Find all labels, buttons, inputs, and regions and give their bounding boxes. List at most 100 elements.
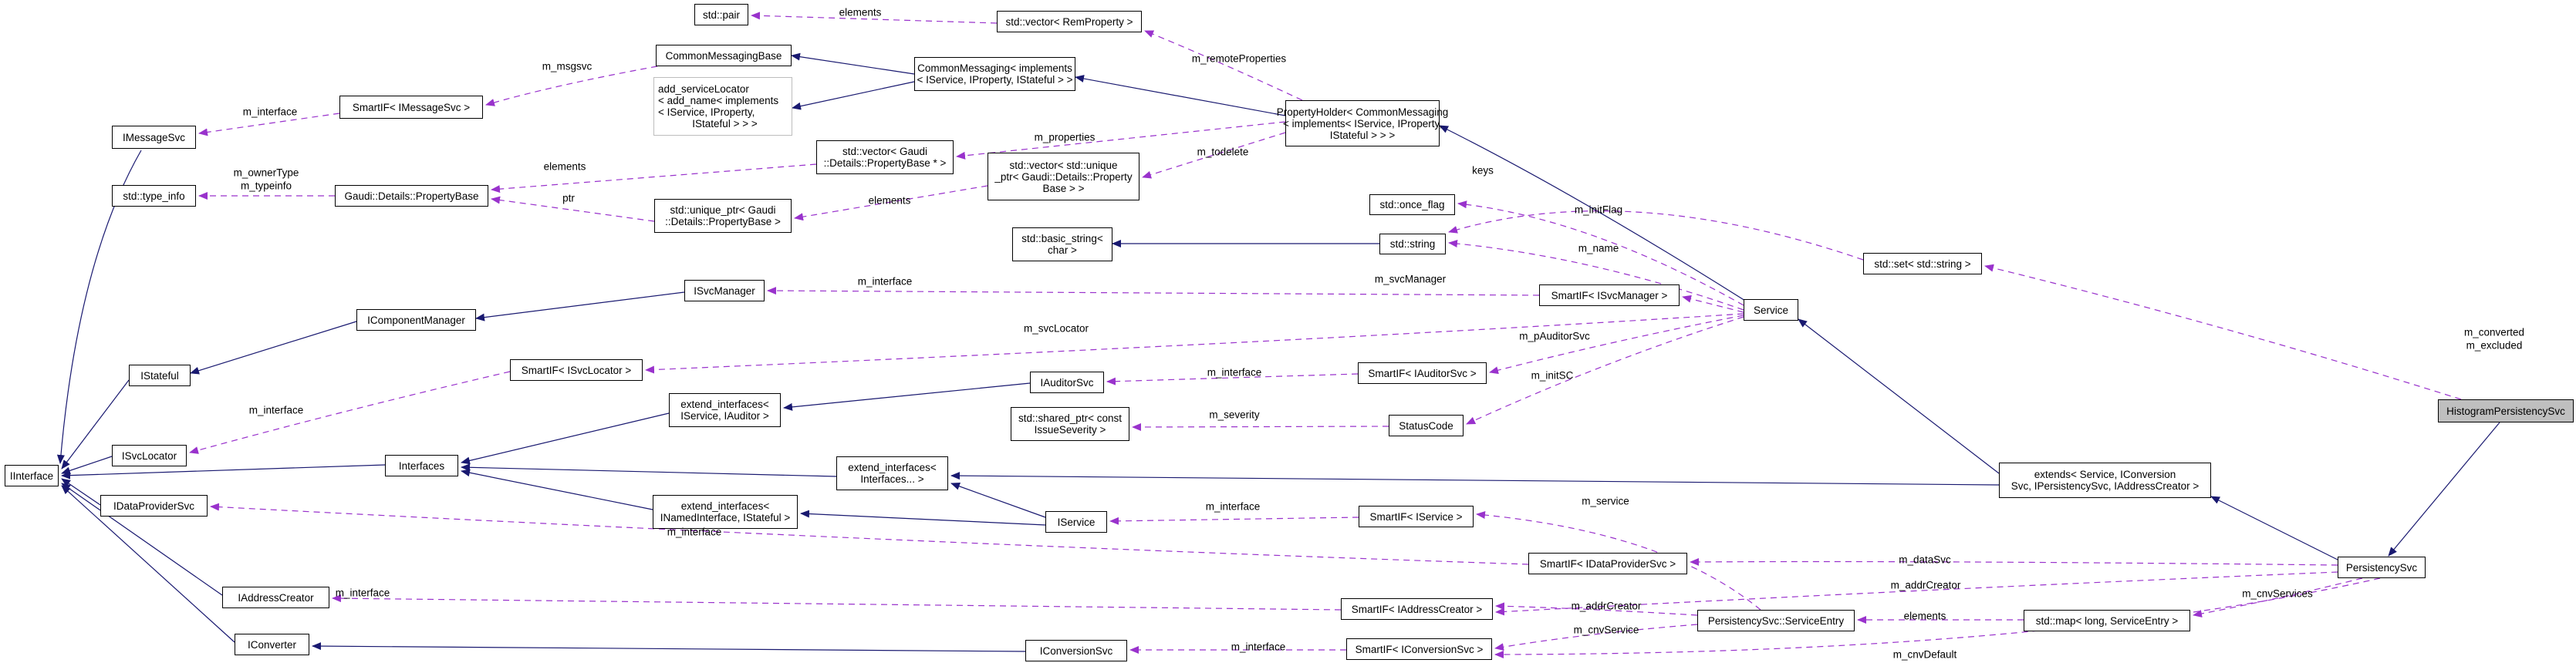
edge-label-m-interface-iaddresscreator: m_interface <box>335 587 390 599</box>
edge-label-m-service: m_service <box>1582 495 1629 507</box>
edge-service-to-propertyholder <box>1439 125 1746 301</box>
edge-label-m-interface-iservice: m_interface <box>1205 500 1261 513</box>
edge-smartif-iauditorsvc-to-iauditorsvc <box>1106 373 1359 385</box>
node-smartif-idataprovidersvc[interactable]: SmartIF< IDataProviderSvc > <box>1528 553 1687 574</box>
node-label: ISvcLocator <box>121 449 177 462</box>
node-std-once-flag[interactable]: std::once_flag <box>1369 194 1455 215</box>
node-add-servicelocator[interactable]: add_serviceLocator< add_name< implements… <box>653 77 792 136</box>
node-iconversionsvc[interactable]: IConversionSvc <box>1025 640 1127 661</box>
edge-label-m-addrcreator-serviceentry: m_addrCreator <box>1571 600 1642 612</box>
node-vector-unique-ptr-propertybase[interactable]: std::vector< std::unique_ptr< Gaudi::Det… <box>988 153 1139 200</box>
node-std-map-long-serviceentry[interactable]: std::map< long, ServiceEntry > <box>2024 610 2190 631</box>
edge-persistencysvc-to-extends <box>2210 496 2338 560</box>
node-label: Service <box>1753 304 1788 316</box>
node-vector-propertybase-ptr[interactable]: std::vector< Gaudi::Details::PropertyBas… <box>816 140 954 174</box>
node-extend-interfaces-pack[interactable]: extend_interfaces<Interfaces... > <box>836 456 948 490</box>
node-smartif-isvclocator[interactable]: SmartIF< ISvcLocator > <box>510 359 643 381</box>
node-vector-remproperty[interactable]: std::vector< RemProperty > <box>997 11 1142 32</box>
edge-label-m-cnvservice: m_cnvService <box>1573 624 1639 636</box>
node-label: SmartIF< ISvcManager > <box>1551 289 1668 301</box>
node-isvclocator[interactable]: ISvcLocator <box>112 445 187 466</box>
node-commonmessagingbase[interactable]: CommonMessagingBase <box>656 45 792 66</box>
node-iservice[interactable]: IService <box>1045 511 1107 533</box>
node-smartif-imessagesvc[interactable]: SmartIF< IMessageSvc > <box>339 96 483 119</box>
edge-iconverter-to-iinterface <box>61 485 235 643</box>
edge-label-m-svcmanager: m_svcManager <box>1374 273 1447 285</box>
node-smartif-isvcmanager[interactable]: SmartIF< ISvcManager > <box>1539 284 1680 306</box>
edge-propertyholder-to-vector-remproperty <box>1144 30 1303 101</box>
node-label: std::set< std::string > <box>1874 257 1971 270</box>
node-smartif-iauditorsvc[interactable]: SmartIF< IAuditorSvc > <box>1358 362 1487 384</box>
edge-service-to-string <box>1448 240 1744 311</box>
node-gaudi-details-propertybase[interactable]: Gaudi::Details::PropertyBase <box>335 185 488 207</box>
node-service[interactable]: Service <box>1744 299 1798 321</box>
node-persistencysvc-serviceentry[interactable]: PersistencySvc::ServiceEntry <box>1697 610 1855 631</box>
edge-commonmessagingbase-to-smartif-imessagesvc <box>485 66 658 106</box>
node-smartif-iconversionsvc[interactable]: SmartIF< IConversionSvc > <box>1346 638 1492 660</box>
node-label: std::type_info <box>123 190 185 202</box>
node-imessagesvc[interactable]: IMessageSvc <box>112 126 196 149</box>
node-iaddresscreator[interactable]: IAddressCreator <box>222 587 329 608</box>
node-unique-ptr-propertybase[interactable]: std::unique_ptr< Gaudi::Details::Propert… <box>654 199 792 233</box>
edge-vectorptr-to-propertybase <box>491 163 817 194</box>
node-interfaces[interactable]: Interfaces <box>385 455 458 476</box>
node-idataprovidersvc[interactable]: IDataProviderSvc <box>100 495 208 517</box>
node-iauditorsvc[interactable]: IAuditorSvc <box>1030 372 1104 393</box>
node-label: SmartIF< IService > <box>1369 510 1463 523</box>
node-extend-inamedinterface-istateful[interactable]: extend_interfaces<INamedInterface, IStat… <box>653 495 798 529</box>
node-label: IConverter <box>247 638 297 651</box>
node-label: char > <box>1048 244 1077 256</box>
node-label: std::string <box>1389 238 1436 250</box>
edge-serviceentry-to-smartif-iaddresscreator <box>1495 602 1698 616</box>
node-label: IAddressCreator <box>238 591 314 604</box>
node-statuscode[interactable]: StatusCode <box>1389 415 1464 436</box>
node-histogrampersistencysvc[interactable]: HistogramPersistencySvc <box>2438 399 2574 422</box>
edge-extendisvcauditor-to-interfaces <box>461 412 670 465</box>
edge-idataprovidersvc-to-iinterface <box>61 478 101 506</box>
node-persistencysvc[interactable]: PersistencySvc <box>2338 557 2426 578</box>
node-label: IMessageSvc <box>122 131 186 143</box>
node-label: extend_interfaces< <box>848 462 937 473</box>
node-iconverter[interactable]: IConverter <box>235 634 309 655</box>
node-std-set-string[interactable]: std::set< std::string > <box>1863 253 1982 274</box>
node-istateful[interactable]: IStateful <box>129 365 191 386</box>
edge-label-m-interface-isvcmanager: m_interface <box>857 275 913 288</box>
node-label: IInterface <box>9 469 54 482</box>
edge-label-elements-uniqueptr: elements <box>868 194 911 207</box>
node-label: HistogramPersistencySvc <box>2446 405 2565 417</box>
node-std-pair[interactable]: std::pair <box>694 4 748 25</box>
node-std-type-info[interactable]: std::type_info <box>112 185 196 207</box>
edge-service-to-statuscode <box>1466 316 1744 425</box>
node-icomponentmanager[interactable]: IComponentManager <box>356 309 476 331</box>
node-extend-iservice-iauditor[interactable]: extend_interfaces<IService, IAuditor > <box>669 393 781 427</box>
node-label: IConversionSvc <box>1039 644 1113 657</box>
edge-interfaces-to-iinterface <box>61 464 386 480</box>
node-label: SmartIF< ISvcLocator > <box>521 364 632 376</box>
node-label: IService <box>1057 516 1096 528</box>
node-label: IStateful > > > <box>1329 129 1396 141</box>
edge-label-m-interface-imessagesvc: m_interface <box>242 106 298 118</box>
node-smartif-iaddresscreator[interactable]: SmartIF< IAddressCreator > <box>1341 598 1493 620</box>
edge-smartif-imessagesvc-to-imessagesvc <box>198 113 340 136</box>
edge-extends-to-service <box>1798 318 2000 474</box>
node-smartif-iservice[interactable]: SmartIF< IService > <box>1359 506 1474 527</box>
node-label: SmartIF< IConversionSvc > <box>1355 643 1484 655</box>
node-isvcmanager[interactable]: ISvcManager <box>684 280 765 301</box>
node-label: PropertyHolder< CommonMessaging <box>1276 106 1449 118</box>
node-propertyholder[interactable]: PropertyHolder< CommonMessaging< impleme… <box>1277 100 1448 146</box>
edge-serviceentry-to-smartif-iservice <box>1476 511 1761 611</box>
edge-commonmessaging-to-add-servicelocator <box>792 81 915 110</box>
node-std-string[interactable]: std::string <box>1379 234 1446 254</box>
edge-smartif-isvcmanager-to-isvcmanager <box>767 287 1540 296</box>
edge-label-ptr: ptr <box>562 192 575 204</box>
edge-persistencysvc-to-smartif-iaddresscreator <box>1495 571 2338 616</box>
node-iinterface[interactable]: IInterface <box>5 465 59 486</box>
node-label: SmartIF< IDataProviderSvc > <box>1539 557 1676 570</box>
edge-set-to-string-keys <box>1448 210 1864 261</box>
node-std-basic-string[interactable]: std::basic_string<char > <box>1012 227 1112 261</box>
edge-label-m-interface-iauditorsvc: m_interface <box>1207 366 1262 379</box>
node-commonmessaging[interactable]: CommonMessaging< implements< IService, I… <box>914 57 1075 91</box>
edge-label-m-converted: m_converted <box>2463 326 2525 338</box>
